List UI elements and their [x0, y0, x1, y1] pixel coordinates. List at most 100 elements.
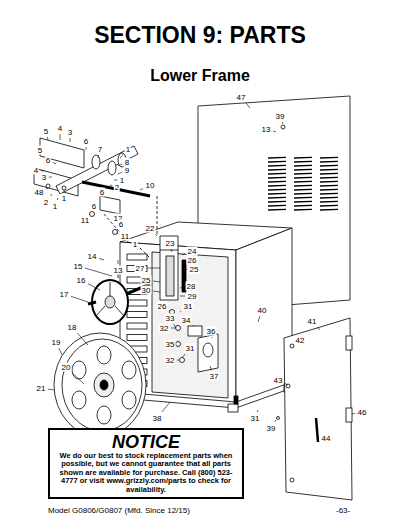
callout-number: 5 — [37, 146, 43, 155]
vent-slot — [294, 201, 312, 203]
leader-line — [98, 155, 100, 158]
callout-number: 20 — [61, 363, 72, 372]
vent-slot — [294, 177, 312, 179]
callout-number: 3 — [41, 173, 47, 182]
callout-number: 22 — [145, 224, 156, 233]
leader-line — [318, 436, 319, 437]
leader-line — [86, 147, 87, 150]
page-number: -63- — [336, 506, 350, 515]
callout-number: 15 — [73, 262, 84, 271]
leader-line — [140, 248, 141, 249]
vent-slot — [320, 201, 338, 203]
vent-slot — [320, 169, 338, 171]
vent-slot — [294, 157, 312, 159]
leader-line — [72, 373, 84, 384]
callout-number: 1 — [132, 240, 138, 249]
vent-slot — [268, 165, 286, 167]
page-title: SECTION 9: PARTS — [0, 22, 400, 48]
callout-number: 47 — [236, 93, 247, 102]
leader-line — [182, 354, 185, 358]
callout-number: 26 — [157, 302, 168, 311]
vent-slot — [320, 205, 338, 207]
callout-number: 30 — [141, 286, 152, 295]
callout-number: 29 — [187, 292, 198, 301]
callout-number: 16 — [76, 276, 87, 285]
leader-line — [118, 260, 119, 264]
vent-slot — [268, 201, 286, 203]
leader-line — [352, 413, 355, 415]
callout-number: 25 — [189, 265, 200, 274]
vent-slot — [320, 177, 338, 179]
callout-number: 26 — [187, 256, 198, 265]
callout-number: 23 — [165, 239, 176, 248]
vent-slot — [294, 169, 312, 171]
vent-slot — [268, 173, 286, 175]
leader-line — [182, 269, 187, 270]
notice-box: NOTICEWe do our best to stock replacemen… — [48, 428, 244, 499]
leader-line — [282, 122, 284, 124]
callout-number: 39 — [266, 424, 277, 433]
footer-model: Model G0806/G0807 (Mfd. Since 12/15) — [48, 506, 190, 515]
vent-slot — [320, 161, 338, 163]
leader-line — [77, 333, 88, 345]
vent-slot — [320, 189, 338, 191]
callout-number: 6 — [91, 202, 97, 211]
leader-line — [41, 170, 44, 171]
leader-line — [317, 327, 320, 330]
vent-slot — [294, 197, 312, 199]
slat — [127, 254, 147, 260]
callout-number: 37 — [209, 372, 220, 381]
leader-line — [246, 103, 250, 108]
slat — [127, 312, 147, 318]
leader-line — [48, 389, 54, 391]
pulley — [54, 333, 146, 437]
vent-slot — [294, 189, 312, 191]
leader-line — [180, 296, 185, 297]
leader-line — [258, 316, 260, 322]
vent-slot — [268, 161, 286, 163]
callout-number: 2 — [43, 198, 49, 207]
leader-line — [211, 337, 212, 338]
vent-slot — [294, 181, 312, 183]
vent-slot — [268, 209, 286, 211]
callout-number: 21 — [36, 384, 47, 393]
callout-number: 13 — [261, 125, 272, 134]
callout-number: 13 — [113, 266, 124, 275]
slat — [127, 300, 147, 306]
leader-line — [293, 344, 294, 345]
vent-slot — [268, 185, 286, 187]
leader-line — [285, 383, 288, 385]
callout-number: 44 — [321, 434, 332, 443]
callout-number: 28 — [186, 282, 197, 291]
callout-number: 24 — [187, 247, 198, 256]
leader-line — [162, 402, 170, 412]
vent-slot — [294, 193, 312, 195]
vent-slot — [294, 165, 312, 167]
slat — [127, 323, 147, 329]
notice-heading: NOTICE — [52, 432, 240, 452]
leader-line — [59, 348, 62, 355]
leader-line — [140, 188, 143, 190]
callout-number: 17 — [59, 290, 70, 299]
callout-number: 5 — [43, 127, 49, 136]
leader-line — [273, 131, 276, 133]
vent-slot — [268, 197, 286, 199]
callout-number: 40 — [257, 306, 268, 315]
callout-number: 6 — [99, 188, 105, 197]
leader-line — [51, 194, 53, 196]
vent-slot — [268, 193, 286, 195]
callout-number: 6 — [118, 220, 124, 229]
callout-number: 46 — [357, 408, 368, 417]
leader-line — [99, 258, 104, 260]
leader-line — [180, 287, 184, 289]
callout-number: 48 — [34, 188, 45, 197]
vent-slot — [294, 209, 312, 211]
callout-number: 3 — [67, 128, 73, 137]
callout-number: 11 — [80, 216, 90, 225]
leader-line — [118, 164, 122, 166]
callout-number: 32 — [165, 356, 176, 365]
leader-line — [153, 291, 160, 292]
vent-slot — [320, 181, 338, 183]
vent-slot — [320, 165, 338, 167]
